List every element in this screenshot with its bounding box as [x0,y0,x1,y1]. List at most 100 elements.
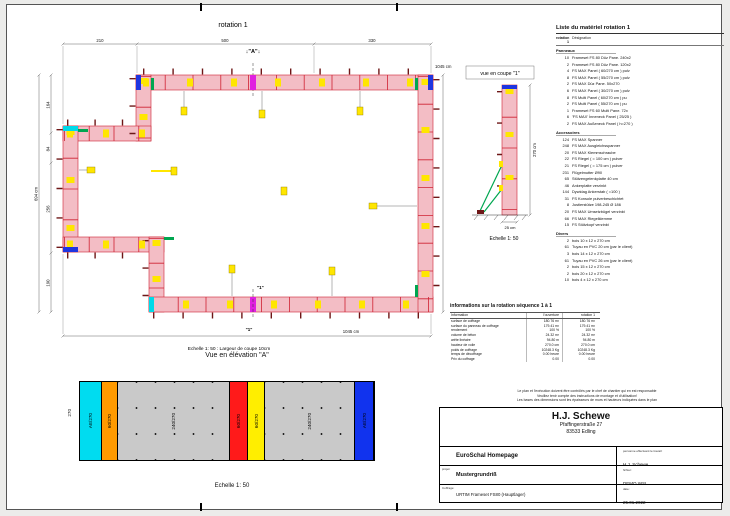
material-name: FS MAX Düz Pane. 50x270 [572,81,620,87]
rotation-info-table: informations sur la rotation séquence 1 … [450,303,600,362]
info-row-value-rotation: 180.76 m² [562,318,598,324]
plan-scale-caption: Echelle 1: 50 : Largeur de coupe 10cm [188,346,270,352]
dim-left-3: 256 [46,205,51,213]
title-block: H.J. Schewe Pfaffingerstraße 27 83533 Ed… [439,407,723,505]
material-qty: 66 [564,215,569,221]
material-qty: 1 [566,107,569,113]
material-row: 8 FS Multi Panel ( 60/270 cm ) pu [556,95,724,102]
info-row-label: arête linéaire [451,337,471,342]
person-value: H.J. Schewe [623,462,649,467]
dim-left-4: 190 [46,279,51,287]
section-marker-a: ↓"A"↓ [246,49,261,55]
elevation-panel: AE/270 [355,382,374,460]
material-qty: 124 [562,136,570,142]
material-header-qty: rotation 1 [556,36,570,44]
material-row: 2 FS Multi Panel ( 55/270 cm ) pu [556,101,724,108]
material-row: 124 FS MAX Spanner [556,137,724,144]
dim-top-2: 500 [221,38,229,43]
material-row: 31 FS Konsole pulverbeschichtet [556,196,724,203]
material-name: FS MAX Ausgleichsspanner [572,143,621,149]
material-list: Liste du matériel rotation 1 rotation 1 … [556,25,724,284]
info-row: Prix du coffrage 0.00 0.00 [450,357,600,362]
info-row-value-ouverture: 100 % [526,328,562,334]
material-name: Dywidag Ankerstab ( =100 ) [572,189,620,195]
frame-tick-top-right [396,3,398,11]
section-push-pull-props [479,164,503,213]
section-view-drawing: vue en coupe "1" 270 cm 25 cm Echelle 1:… [465,65,537,242]
info-row-value-ouverture: 94.80 m [526,337,562,343]
material-rows-panneaux: 10 Frameset FS 80 Düz Pane. 240x2 2 Fram… [556,55,724,128]
material-name: Frameset FS 80 Düz Pane. 120x2 [572,61,631,67]
material-qty: 2 [566,101,569,107]
material-row: 61 Tuyau en PVC 20 cm (par le client) [556,244,724,251]
material-name: bois 20 x 12 x 270 cm [572,270,610,276]
frame-tick-bottom-right [396,503,398,511]
section-view-title: vue en coupe "1" [480,71,519,77]
dim-left-total: 694 cm [34,187,39,202]
company-address-1: Pfaffingerstraße 27 [559,422,603,428]
material-name: FS MAX Panel ( 30/270 cm ) pulv [572,87,630,93]
section-marker-1-upper: "1" [257,285,264,290]
person-cell: personne effectuant le travail: H.J. Sch… [616,447,722,467]
dim-bottom-total: 1045 cm [343,329,360,334]
material-name: Tuyau en PVC 26 cm (par le client) [572,257,633,263]
material-name: FS MAX Umsetzbügel verzinkt [572,209,625,215]
info-row-label: Prix du coffrage [451,357,475,362]
material-rows-accessoires: 124 FS MAX Spanner 248 FS MAX Ausgleichs… [556,137,724,229]
info-header-rotation: rotation 1 [562,313,598,318]
material-name: bois 4 x 12 x 270 cm [572,277,608,283]
title-block-row-homepage: EuroSchal Homepage personne effectuant l… [440,446,722,467]
info-row-value-ouverture: 24.32 m³ [526,333,562,338]
info-table-header: Information l'ouverture rotation 1 [450,312,600,319]
material-name: FS Stützkopf verzinkt [572,222,609,228]
section-width-dim: 25 cm [505,225,517,230]
plan-anchors [56,68,440,319]
title-block-company-row: H.J. Schewe Pfaffingerstraße 27 83533 Ed… [440,408,722,446]
formwork-value: URTIM Frameset FS80 (Hauptlager) [456,492,526,497]
material-row: 231 Flügelmutter Ø90 [556,170,724,177]
elevation-height-dim: 270 [67,409,72,417]
material-row: 6 FS MAX Panel ( 30/270 cm ) pulv [556,88,724,95]
info-row-value-rotation: 10248.3 Kg [562,347,598,353]
material-name: FS MAX Spanner [572,136,603,142]
info-row-value-rotation: 24.32 m³ [562,333,598,338]
plan-dimension-labels: 210 500 330 1045 cm 1045 cm 164 84 256 1… [34,38,452,334]
material-name: bois 10 x 12 x 270 cm [572,237,610,243]
info-row: rendement 100 % 100 % [450,328,600,334]
elevation-panel: 60/270 [230,382,248,460]
section-dim-lines [500,83,532,224]
date-label: date: [623,487,630,491]
elevation-scale: Echelle 1: 50 [214,483,250,489]
section-prop-base [477,210,484,214]
material-name: bois 14 x 12 x 270 cm [572,251,610,257]
material-qty: 31 [564,195,569,201]
material-name: FS Riegel ( = 175 cm ) pulver [572,162,623,168]
section-wall-cap [502,85,517,89]
info-row-label: surface de coffrage [451,318,480,323]
material-name: FS Riegel ( = 100 cm ) pulver [572,156,623,162]
section-height-dim: 270 cm [532,143,537,157]
info-table-title: informations sur la rotation séquence 1 … [450,303,552,309]
material-row: 8 Justierstütze 198-245 Ø 186 [556,202,724,209]
disclaimer-line: Veuillez tenir compte des instructions d… [536,393,638,398]
info-table-rows: surface de coffrage 180.76 m² 180.76 m² … [450,318,600,362]
company-block: H.J. Schewe Pfaffingerstraße 27 83533 Ed… [440,408,722,446]
material-qty: 10 [564,55,569,60]
material-row: 66 FS MAX Riegelklemme [556,216,724,223]
material-row: 2 FS MAX Düz Pane. 50x270 [556,81,724,88]
material-name: Justierstütze 198-245 Ø 186 [572,202,621,208]
material-row: 10 bois 4 x 12 x 270 cm [556,277,724,284]
material-name: FS Konsole pulverbeschichtet [572,195,624,201]
elevation-panel: 240/270 [265,382,355,460]
title-block-row-project: projet: Mustergrundriß fichier: DEMO.WSL [440,465,722,486]
elevation-panel-label: 240/270 [171,412,176,430]
dim-top-1: 210 [96,38,104,43]
material-name: FS Multi Panel ( 60/270 cm ) pu [572,94,627,100]
file-cell: fichier: DEMO.WSL [616,466,722,486]
material-qty: 65 [564,176,569,182]
material-qty: 61 [564,244,569,250]
material-name: Frameset FS 80 Düz Pane. 240x2 [572,55,631,60]
info-row-label: temps de décoffrage [451,352,482,357]
disclaimer: Le plan et l'exécution doivent être cont… [450,389,724,403]
info-row-label: poids de coffrage [451,347,477,352]
